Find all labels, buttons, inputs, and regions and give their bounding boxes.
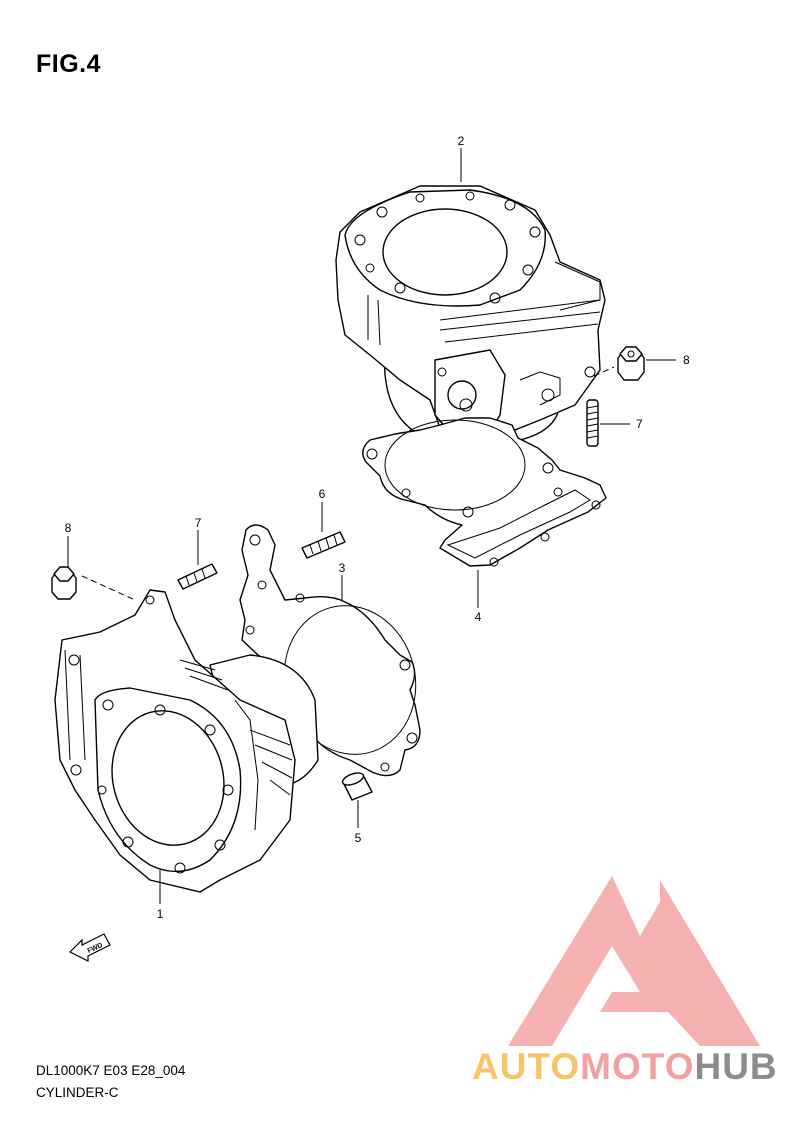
figure-description: CYLINDER-C — [36, 1085, 119, 1100]
nut-lower — [51, 566, 77, 600]
watermark-text-moto: MOTO — [580, 1046, 695, 1087]
watermark-text-hub: HUB — [694, 1046, 778, 1087]
callout-7-upper: 7 — [636, 417, 643, 431]
watermark-text-auto: AUTO — [472, 1046, 581, 1087]
callout-6: 6 — [319, 487, 326, 501]
nut-upper — [617, 346, 645, 381]
callout-8-lower: 8 — [65, 521, 72, 535]
callout-7-lower: 7 — [195, 516, 202, 530]
callout-2: 2 — [458, 134, 465, 148]
callout-5: 5 — [355, 831, 362, 845]
watermark-logo — [508, 876, 760, 1046]
stud-upper — [586, 399, 599, 447]
stud-lower — [177, 563, 218, 590]
watermark-text: AUTOMOTOHUB — [472, 1046, 778, 1088]
rear-cylinder — [335, 185, 606, 447]
dowel-pin — [341, 772, 373, 801]
rear-base-gasket — [362, 417, 607, 567]
callout-1: 1 — [157, 907, 164, 921]
stud-6 — [301, 531, 346, 559]
figure-title: FIG.4 — [36, 50, 102, 78]
callout-3: 3 — [339, 561, 346, 575]
front-cylinder — [54, 589, 319, 893]
callout-8-upper: 8 — [683, 353, 690, 367]
callout-4: 4 — [475, 610, 482, 624]
model-code: DL1000K7 E03 E28_004 — [36, 1063, 186, 1078]
fwd-arrow-icon: FWD — [68, 933, 111, 962]
